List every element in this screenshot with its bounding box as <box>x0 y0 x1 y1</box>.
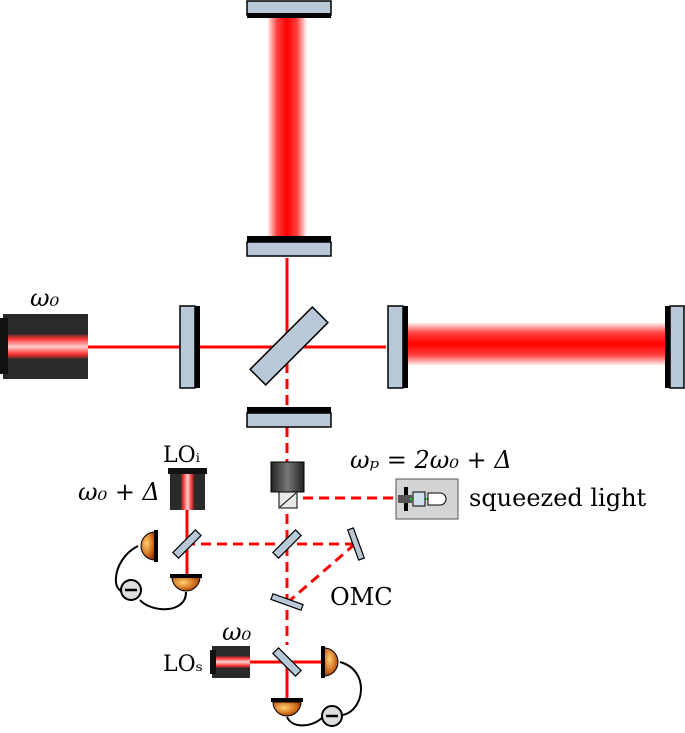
subtractor-icon <box>321 705 343 727</box>
lo-s-laser-icon <box>210 646 250 678</box>
homodyne-wire <box>286 716 323 727</box>
omc-mirror-icon <box>270 592 304 612</box>
north-arm-beam <box>267 16 307 241</box>
lo-s-frequency-label: ω₀ <box>222 618 252 646</box>
photodetector-icon <box>321 646 339 678</box>
homodyne-wire <box>339 661 362 716</box>
photodetector-icon <box>271 698 303 717</box>
subtractor-icon <box>120 579 142 601</box>
beam-splitter-icon <box>172 529 202 559</box>
lo-i-label: LOᵢ <box>163 443 201 468</box>
mirror-icon <box>246 236 332 257</box>
homodyne-wire <box>139 591 187 611</box>
mirror-icon <box>665 305 685 389</box>
photodetector-icon <box>140 530 158 562</box>
beam-splitter-icon <box>272 529 302 559</box>
omc-mirror-icon <box>346 527 366 561</box>
lo-i-laser-icon <box>168 468 207 510</box>
lo-s-label: LOₛ <box>163 652 203 677</box>
mirror-icon <box>246 407 332 428</box>
lo-i-frequency-label: ω₀ + Δ <box>78 478 160 506</box>
mirror-icon <box>387 305 408 389</box>
laser-frequency-label: ω₀ <box>30 284 60 312</box>
mirror-icon <box>246 0 332 18</box>
squeezer-icon <box>395 478 459 520</box>
omc-label: OMC <box>330 583 393 611</box>
beam-splitter-icon <box>249 306 329 386</box>
output-beam-path <box>185 347 404 645</box>
east-arm-beam <box>407 322 665 366</box>
laser-icon <box>0 314 88 379</box>
pump-frequency-label: ωₚ = 2ω₀ + Δ <box>350 446 512 474</box>
mirror-icon <box>179 305 200 389</box>
photodetector-icon <box>170 574 202 592</box>
squeezed-light-label: squeezed light <box>469 484 647 512</box>
beam-splitter-icon <box>272 647 302 677</box>
faraday-isolator-icon <box>270 461 305 509</box>
